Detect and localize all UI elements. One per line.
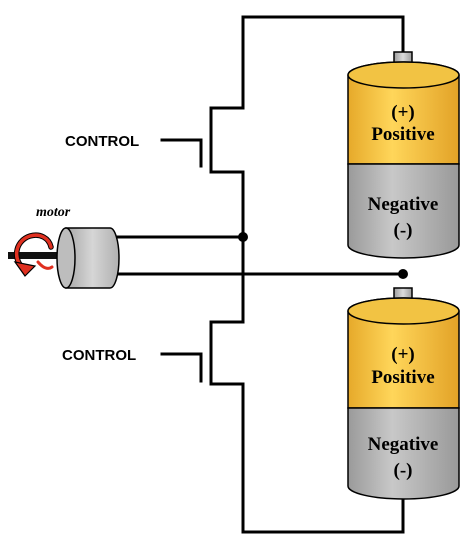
battery-top-positive-symbol: (+) xyxy=(391,102,414,123)
battery-bottom-negative-section xyxy=(347,407,460,500)
battery-bottom-cap xyxy=(347,297,460,325)
battery-top-negative-label: Negative xyxy=(368,194,439,215)
motor-label: motor xyxy=(36,205,71,220)
top-transistor xyxy=(160,106,245,174)
battery-top: (+) Positive Negative (-) xyxy=(347,51,460,259)
battery-bottom-positive-label: Positive xyxy=(371,367,434,388)
battery-top-positive-label: Positive xyxy=(371,124,434,145)
bottom-transistor-gate-lead xyxy=(160,352,203,383)
wires xyxy=(116,15,405,534)
junction-dot-right xyxy=(398,269,408,279)
battery-bottom: (+) Positive Negative (-) xyxy=(347,287,460,500)
battery-bottom-negative-symbol: (-) xyxy=(394,460,413,481)
battery-top-negative-symbol: (-) xyxy=(394,220,413,241)
bottom-wire xyxy=(241,496,405,534)
battery-top-negative-section xyxy=(347,163,460,259)
motor-face xyxy=(56,227,76,289)
control-label-top: CONTROL xyxy=(65,133,139,150)
top-transistor-gate-lead xyxy=(160,138,203,168)
motor-shaft xyxy=(8,252,68,259)
rotation-arrow-icon xyxy=(13,232,54,277)
control-label-bottom: CONTROL xyxy=(62,347,136,364)
junction-dot-left xyxy=(238,232,248,242)
battery-top-cap xyxy=(347,61,460,89)
top-wire xyxy=(241,15,405,54)
battery-bottom-positive-symbol: (+) xyxy=(391,344,414,365)
bottom-transistor xyxy=(160,320,245,386)
battery-bottom-negative-label: Negative xyxy=(368,434,439,455)
motor-icon: motor xyxy=(8,205,120,289)
motor-body xyxy=(65,227,120,289)
